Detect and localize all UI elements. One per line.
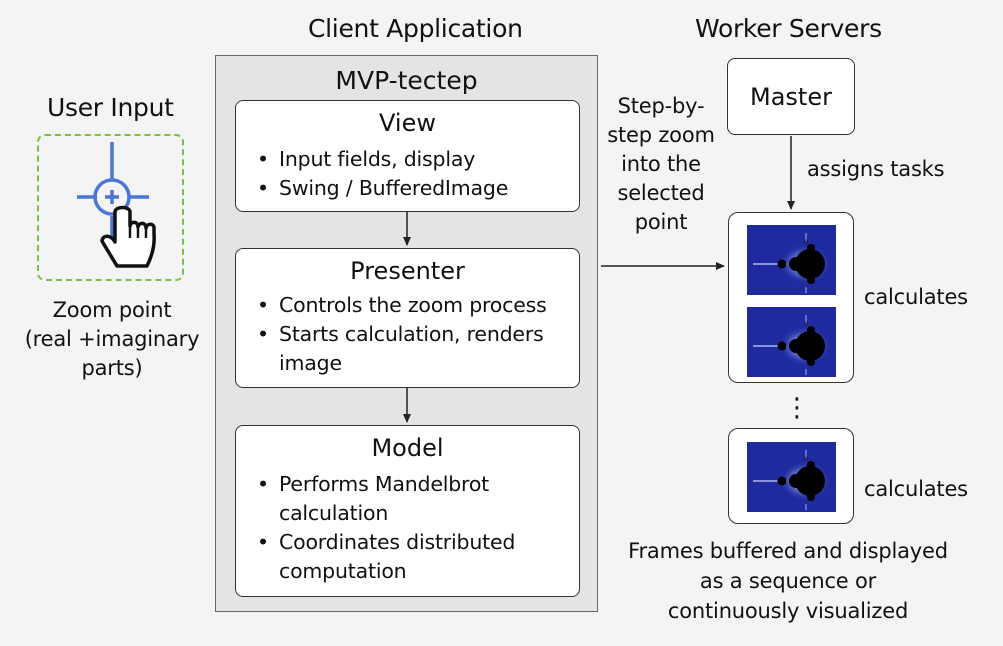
vertical-ellipsis: ⋮ — [784, 393, 810, 423]
frames-caption-line: continuously visualized — [667, 599, 909, 623]
presenter-bullet-line: image — [279, 351, 342, 375]
presenter-bullet: Starts calculation, renders image — [254, 320, 571, 378]
zoom-note-line: Step-by- — [617, 94, 705, 118]
zoom-note-line: selected — [617, 181, 705, 205]
calculates-label: calculates — [864, 477, 968, 501]
presenter-title: Presenter — [350, 257, 465, 285]
assigns-tasks-label: assigns tasks — [807, 157, 945, 181]
client-application-heading: Client Application — [308, 14, 523, 43]
presenter-bullet: Controls the zoom process — [254, 291, 571, 320]
presenter-bullet-line: Starts calculation, renders — [279, 322, 544, 346]
zoom-point-line-1: Zoom point — [52, 298, 172, 322]
mvp-panel-title: MVP-tectep — [335, 66, 478, 95]
model-bullet: Coordinates distributed computation — [254, 528, 571, 586]
zoom-note-line: step zoom — [607, 123, 715, 147]
client-application-panel: MVP-tectep View Input fields, display Sw… — [215, 55, 598, 612]
view-box: View Input fields, display Swing / Buffe… — [235, 100, 580, 212]
calculates-label: calculates — [864, 285, 968, 309]
model-title: Model — [371, 434, 444, 462]
zoom-point-caption: Zoom point (real +imaginary parts) — [22, 296, 202, 383]
worker-server-group — [728, 212, 854, 383]
view-bullet: Input fields, display — [254, 145, 571, 174]
model-bullet-line: Performs Mandelbrot — [279, 472, 489, 496]
frames-caption-line: Frames buffered and displayed — [628, 539, 948, 563]
zoom-point-line-3: parts) — [81, 356, 143, 380]
frames-caption-line: as a sequence or — [699, 569, 877, 593]
view-title: View — [379, 109, 436, 137]
zoom-point-line-2: (real +imaginary — [24, 327, 200, 351]
user-input-box — [37, 134, 184, 281]
master-label: Master — [750, 82, 832, 111]
model-box: Model Performs Mandelbrot calculation Co… — [235, 425, 580, 597]
zoom-note: Step-by- step zoom into the selected poi… — [606, 92, 716, 237]
master-box: Master — [727, 58, 855, 135]
model-bullet-line: Coordinates distributed — [279, 530, 516, 554]
zoom-note-line: point — [634, 210, 688, 234]
view-bullet: Swing / BufferedImage — [254, 174, 571, 203]
model-bullet-line: computation — [279, 559, 407, 583]
model-bullet: Performs Mandelbrot calculation — [254, 470, 571, 528]
worker-server-single — [728, 428, 854, 524]
zoom-note-line: into the — [621, 152, 701, 176]
crosshair-hand-pointer-icon — [77, 142, 156, 268]
user-input-heading: User Input — [47, 93, 174, 122]
presenter-box: Presenter Controls the zoom process Star… — [235, 248, 580, 388]
worker-servers-heading: Worker Servers — [695, 14, 882, 43]
model-bullet-line: calculation — [279, 501, 389, 525]
frames-caption: Frames buffered and displayed as a seque… — [598, 536, 978, 626]
